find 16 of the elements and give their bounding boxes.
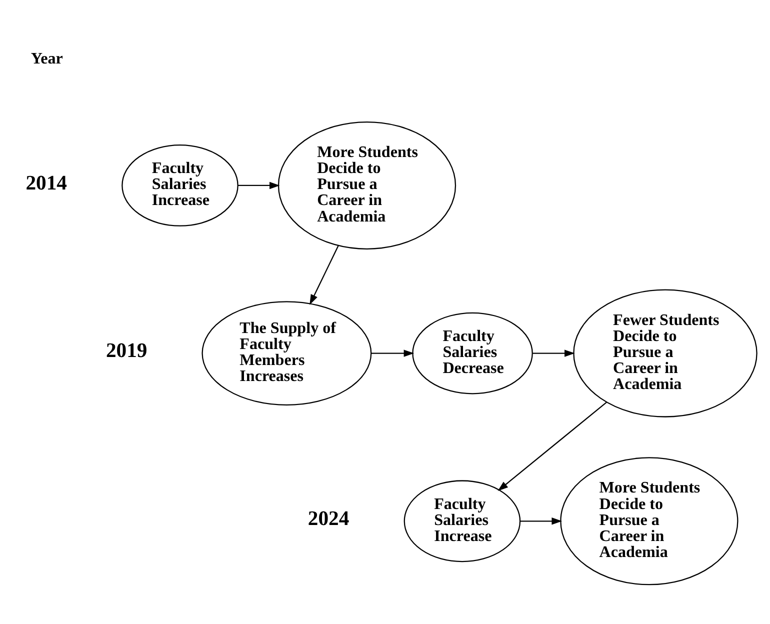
arrow — [371, 350, 414, 357]
arrow — [520, 518, 562, 525]
arrow — [238, 182, 280, 190]
arrow — [498, 402, 607, 492]
label: Year — [30, 50, 63, 68]
node-ellipse: More Students Decide to Pursue a Career in Academia — [560, 457, 738, 586]
label: 2014 — [26, 172, 67, 194]
label: 2019 — [106, 340, 148, 362]
node-ellipse: Faculty Salaries Increase — [122, 144, 238, 226]
arrow — [532, 350, 575, 357]
node-ellipse: The Supply of Faculty Members Increases — [202, 301, 372, 406]
arrow — [310, 245, 339, 305]
node-ellipse: More Students Decide to Pursue a Career in Academia — [278, 121, 456, 250]
node-ellipse: Fewer Students Decide to Pursue a Career in Academia — [573, 289, 758, 418]
node-ellipse: Faculty Salaries Decrease — [412, 312, 533, 394]
label: 2024 — [308, 508, 350, 530]
